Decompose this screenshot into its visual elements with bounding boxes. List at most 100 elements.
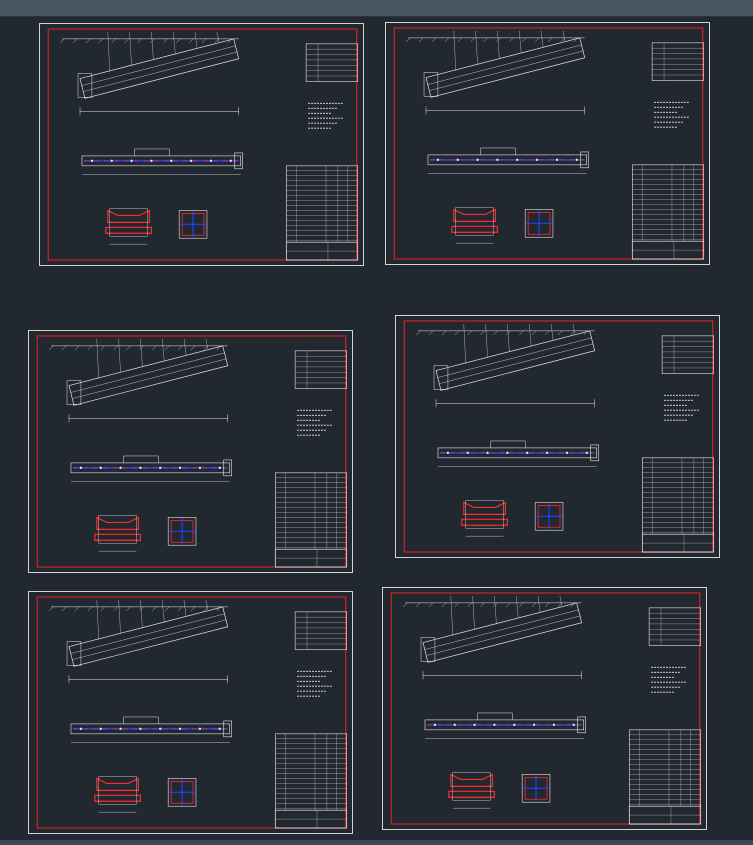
- plan-view-frame: [70, 723, 230, 735]
- ground-hatch: [519, 602, 524, 607]
- ground-hatch: [547, 37, 553, 42]
- ground-hatch: [113, 345, 118, 350]
- ground-hatch: [544, 602, 550, 607]
- conveyor-belt-line: [424, 609, 579, 650]
- bom-table: [631, 164, 705, 260]
- ground-hatch: [493, 602, 498, 607]
- sheet-1-content: [47, 28, 359, 261]
- ground-hatch: [493, 330, 498, 335]
- drawing-sheet-6[interactable]: [382, 587, 707, 830]
- tail-pulley-frame: [66, 641, 82, 666]
- troughed-idler-section: [463, 501, 507, 515]
- ground-hatch: [100, 606, 105, 611]
- leader-line: [507, 323, 510, 352]
- leader-line: [205, 599, 209, 610]
- idler-mark: [453, 723, 456, 727]
- ground-hatch: [509, 37, 514, 42]
- leader-line: [516, 595, 519, 618]
- leader-line: [572, 323, 576, 334]
- idler-mark: [170, 159, 173, 163]
- sheet-5-content: [36, 596, 348, 829]
- plan-view-frame: [437, 447, 597, 459]
- drawing-sheet-5[interactable]: [28, 591, 353, 834]
- inner-frame: [36, 596, 347, 829]
- drawing-canvas[interactable]: [0, 17, 753, 840]
- head-end-box: [577, 716, 586, 734]
- leader-line: [151, 31, 154, 60]
- idler-mark: [150, 159, 153, 163]
- idler-mark: [130, 159, 133, 163]
- conveyor-belt-line: [439, 343, 594, 384]
- idler-mark: [79, 466, 83, 470]
- idler-mark: [532, 723, 536, 727]
- idler-mark: [545, 451, 549, 455]
- section-outline: [98, 776, 137, 805]
- drawing-sheet-4[interactable]: [395, 315, 720, 558]
- idler-mark: [119, 727, 122, 731]
- leader-line: [559, 595, 563, 606]
- inclined-conveyor: [68, 606, 229, 667]
- inner-frame: [403, 320, 714, 553]
- idler-mark: [110, 159, 113, 163]
- ground-hatch: [444, 37, 449, 42]
- troughed-idler-section: [96, 777, 140, 791]
- ground-hatch: [480, 602, 485, 607]
- inner-frame: [393, 27, 704, 260]
- ground-hatch: [61, 606, 67, 611]
- ground-hatch: [470, 37, 475, 42]
- troughed-idler-section: [96, 516, 140, 530]
- idler-mark: [513, 723, 516, 727]
- spec-table: [648, 607, 702, 646]
- leader-line: [216, 31, 220, 42]
- ground-hatch: [188, 38, 194, 43]
- ground-hatch: [150, 38, 155, 43]
- ground-hatch: [74, 606, 80, 611]
- leader-line: [475, 30, 478, 65]
- ground-hatch: [72, 38, 78, 43]
- leader-line: [140, 338, 143, 367]
- leader-line: [450, 595, 453, 636]
- leader-line: [173, 31, 176, 54]
- drawing-sheet-1[interactable]: [39, 23, 364, 266]
- ground-hatch: [416, 330, 421, 335]
- idler-mark: [436, 158, 440, 162]
- idler-mark: [446, 451, 450, 455]
- leader-line: [485, 323, 488, 358]
- idler-mark: [496, 158, 499, 162]
- troughed-idler-section: [107, 209, 151, 223]
- conveyor-belt-line: [437, 337, 592, 378]
- leader-line: [129, 31, 132, 66]
- section-outline: [109, 208, 148, 237]
- idler-base: [451, 225, 499, 233]
- idler-mark: [486, 451, 489, 455]
- idler-mark: [575, 158, 578, 162]
- sheet-4-content: [403, 320, 715, 553]
- ground-hatch: [522, 37, 527, 42]
- idler-mark: [119, 466, 122, 470]
- tail-pulley-frame: [433, 365, 449, 390]
- bom-table: [285, 165, 359, 261]
- idler-mark: [565, 451, 569, 455]
- head-end-box: [223, 720, 232, 738]
- troughed-idler-section: [453, 208, 497, 222]
- detail-square: [167, 517, 197, 546]
- ground-hatch: [467, 330, 472, 335]
- ground-hatch: [49, 606, 54, 611]
- ground-hatch: [454, 330, 459, 335]
- conveyor-belt-line: [427, 44, 582, 85]
- ground-hatch: [431, 37, 437, 42]
- drawing-sheet-2[interactable]: [385, 22, 710, 265]
- leader-line: [140, 599, 143, 628]
- ground-hatch: [74, 345, 80, 350]
- leader-line: [118, 599, 121, 634]
- conveyor-belt-line: [72, 619, 227, 660]
- ground-hatch: [85, 38, 91, 43]
- ground-hatch: [214, 38, 219, 43]
- idler-mark: [209, 159, 213, 163]
- leader-line: [540, 30, 544, 47]
- drawing-sheet-3[interactable]: [28, 330, 353, 573]
- head-end-box: [223, 459, 232, 477]
- leader-line: [472, 595, 475, 630]
- bom-table: [274, 472, 348, 568]
- leader-line: [550, 323, 554, 340]
